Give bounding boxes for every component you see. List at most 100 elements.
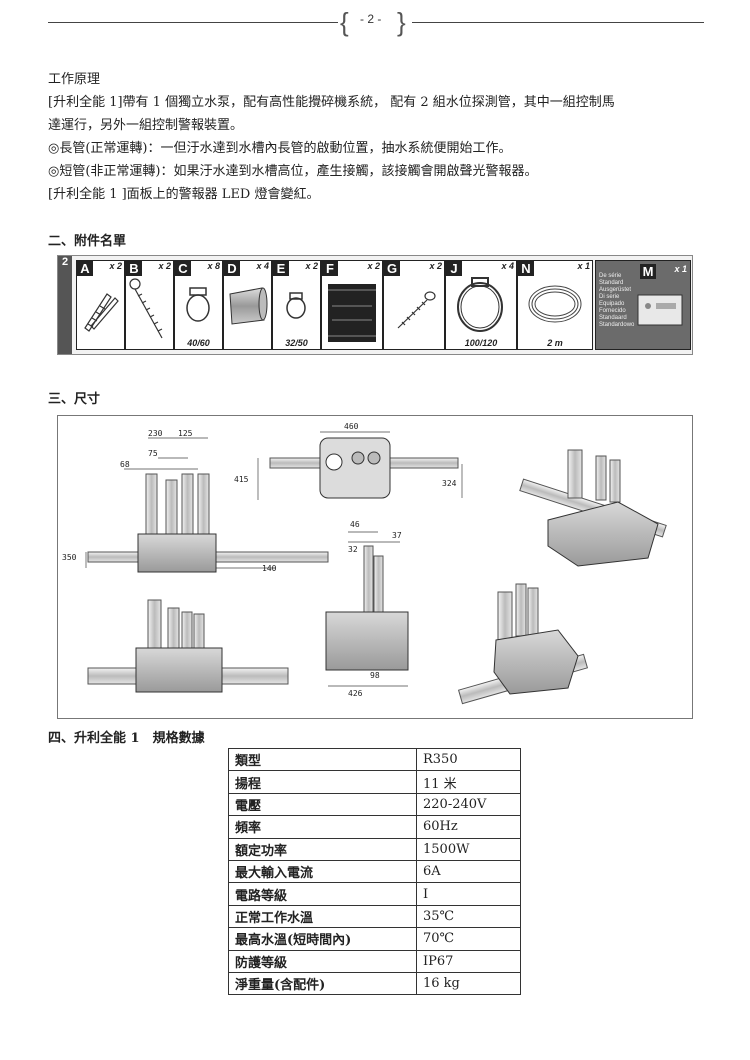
spec-key: 電路等級 (228, 882, 417, 906)
screw-icon (397, 291, 436, 329)
accessories-panel: 2 A x 2 B x 2 C x 8 40/60 D x 4 E x 2 32… (57, 255, 693, 355)
spec-value: 1500W (416, 837, 521, 861)
spec-value: IP67 (416, 949, 521, 973)
dim-label: 37 (392, 531, 402, 540)
table-row: 最高水溫(短時間內)70℃ (228, 927, 521, 951)
hose-clamp-icon (186, 287, 210, 322)
accessory-letter: C (175, 261, 191, 276)
header-rule-right (412, 22, 704, 23)
dimension-drawings-svg: 230 125 75 68 350 140 460 415 324 46 37 … (62, 422, 667, 705)
dim-label: 426 (348, 689, 363, 698)
spec-value: 35℃ (416, 904, 521, 929)
accessory-letter: M (640, 264, 656, 279)
dim-label: 324 (442, 479, 457, 488)
spec-value: 60Hz (416, 815, 521, 839)
accessory-qty: x 4 (256, 261, 269, 271)
spec-key: 最大輸入電流 (228, 859, 417, 884)
principle-line-2: 達運行，另外一組控制警報裝置。 (48, 118, 244, 133)
accessory-qty: x 8 (207, 261, 220, 271)
accessory-n: N x 1 2 m (517, 260, 593, 350)
spec-key: 電壓 (228, 792, 417, 817)
header-bracket-right: } (397, 7, 406, 37)
header-bracket-left: { (340, 7, 349, 37)
screw-icon (129, 278, 163, 339)
spec-value: 11 米 (416, 770, 521, 794)
accessory-qty: x 4 (501, 261, 514, 271)
dim-label: 230 (148, 429, 163, 438)
dim-label: 125 (178, 429, 193, 438)
accessory-qty: x 2 (429, 261, 442, 271)
spec-value: I (416, 882, 521, 906)
spec-key: 淨重量(含配件) (228, 971, 417, 996)
accessory-letter: D (224, 261, 240, 276)
accessory-e: E x 2 32/50 (272, 260, 321, 350)
accessory-qty: x 2 (158, 261, 171, 271)
accessory-letter: B (126, 261, 142, 276)
dim-label: 140 (262, 564, 277, 573)
accessory-c: C x 8 40/60 (174, 260, 223, 350)
accessory-j: J x 4 100/120 (445, 260, 517, 350)
section-accessories-title: 二、附件名單 (48, 234, 127, 249)
control-panel-icon (637, 294, 683, 326)
accessory-letter: A (77, 261, 93, 276)
accessory-size: 40/60 (187, 338, 210, 348)
dim-label: 68 (120, 460, 130, 469)
accessory-letter: E (273, 261, 289, 276)
dimensions-drawing: 230 125 75 68 350 140 460 415 324 46 37 … (57, 415, 693, 719)
principle-line-4: ◎短管(非正常運轉)：如果汙水達到水槽高位，產生接觸，該接觸會開啟聲光警報器。 (48, 164, 538, 179)
spec-key: 正常工作水溫 (228, 904, 417, 929)
accessory-qty: x 2 (109, 261, 122, 271)
accessory-letter: F (322, 261, 338, 276)
panel-number: 2 (58, 256, 72, 354)
accessory-qty: x 1 (674, 264, 687, 274)
page-number: - 2 - (360, 12, 382, 26)
accessory-m-standard: De série Standard Ausgerüstet Di serie E… (595, 260, 691, 350)
table-row: 淨重量(含配件)16 kg (228, 971, 521, 996)
accessory-letter: J (446, 261, 462, 276)
pipe-coupling-icon (229, 287, 268, 325)
dim-label: 46 (350, 520, 360, 529)
dim-label: 350 (62, 553, 77, 562)
spec-key: 最高水溫(短時間內) (228, 927, 417, 951)
accessory-letter: G (384, 261, 400, 276)
spec-key: 額定功率 (228, 837, 417, 861)
large-clamp-icon (457, 277, 503, 332)
accessory-size: 32/50 (285, 338, 308, 348)
accessory-qty: x 2 (367, 261, 380, 271)
spec-value: 70℃ (416, 927, 521, 951)
dim-label: 98 (370, 671, 380, 680)
spec-key: 頻率 (228, 815, 417, 839)
small-clamp-icon (286, 292, 306, 319)
page-header: { - 2 - } (48, 8, 704, 38)
dim-label: 75 (148, 449, 158, 458)
wall-plug-icon (84, 293, 119, 332)
spec-value: R350 (416, 747, 521, 772)
dim-label: 460 (344, 422, 359, 431)
principle-line-3: ◎長管(正常運轉)：一但汙水達到水槽內長管的啟動位置，抽水系統便開始工作。 (48, 141, 512, 156)
accessory-a: A x 2 (76, 260, 125, 350)
header-rule-left (48, 22, 338, 23)
accessory-g: G x 2 (383, 260, 445, 350)
spec-key: 揚程 (228, 770, 417, 794)
spec-value: 220-240V (416, 792, 521, 817)
spec-value: 6A (416, 859, 521, 884)
accessory-letter: N (518, 261, 534, 276)
section-dimensions-title: 三、尺寸 (48, 392, 101, 407)
accessory-size: 2 m (547, 338, 563, 348)
principle-line-5: [升利全能 1 ]面板上的警報器 LED 燈會變紅。 (48, 187, 320, 202)
accessory-qty: x 1 (577, 261, 590, 271)
principle-line-1: [升利全能 1]帶有 1 個獨立水泵，配有高性能攪碎機系統， 配有 2 組水位探… (48, 95, 615, 110)
accessory-qty: x 2 (305, 261, 318, 271)
rubber-sleeve-icon (328, 284, 376, 342)
dim-label: 415 (234, 475, 249, 484)
spec-key: 類型 (228, 747, 417, 772)
